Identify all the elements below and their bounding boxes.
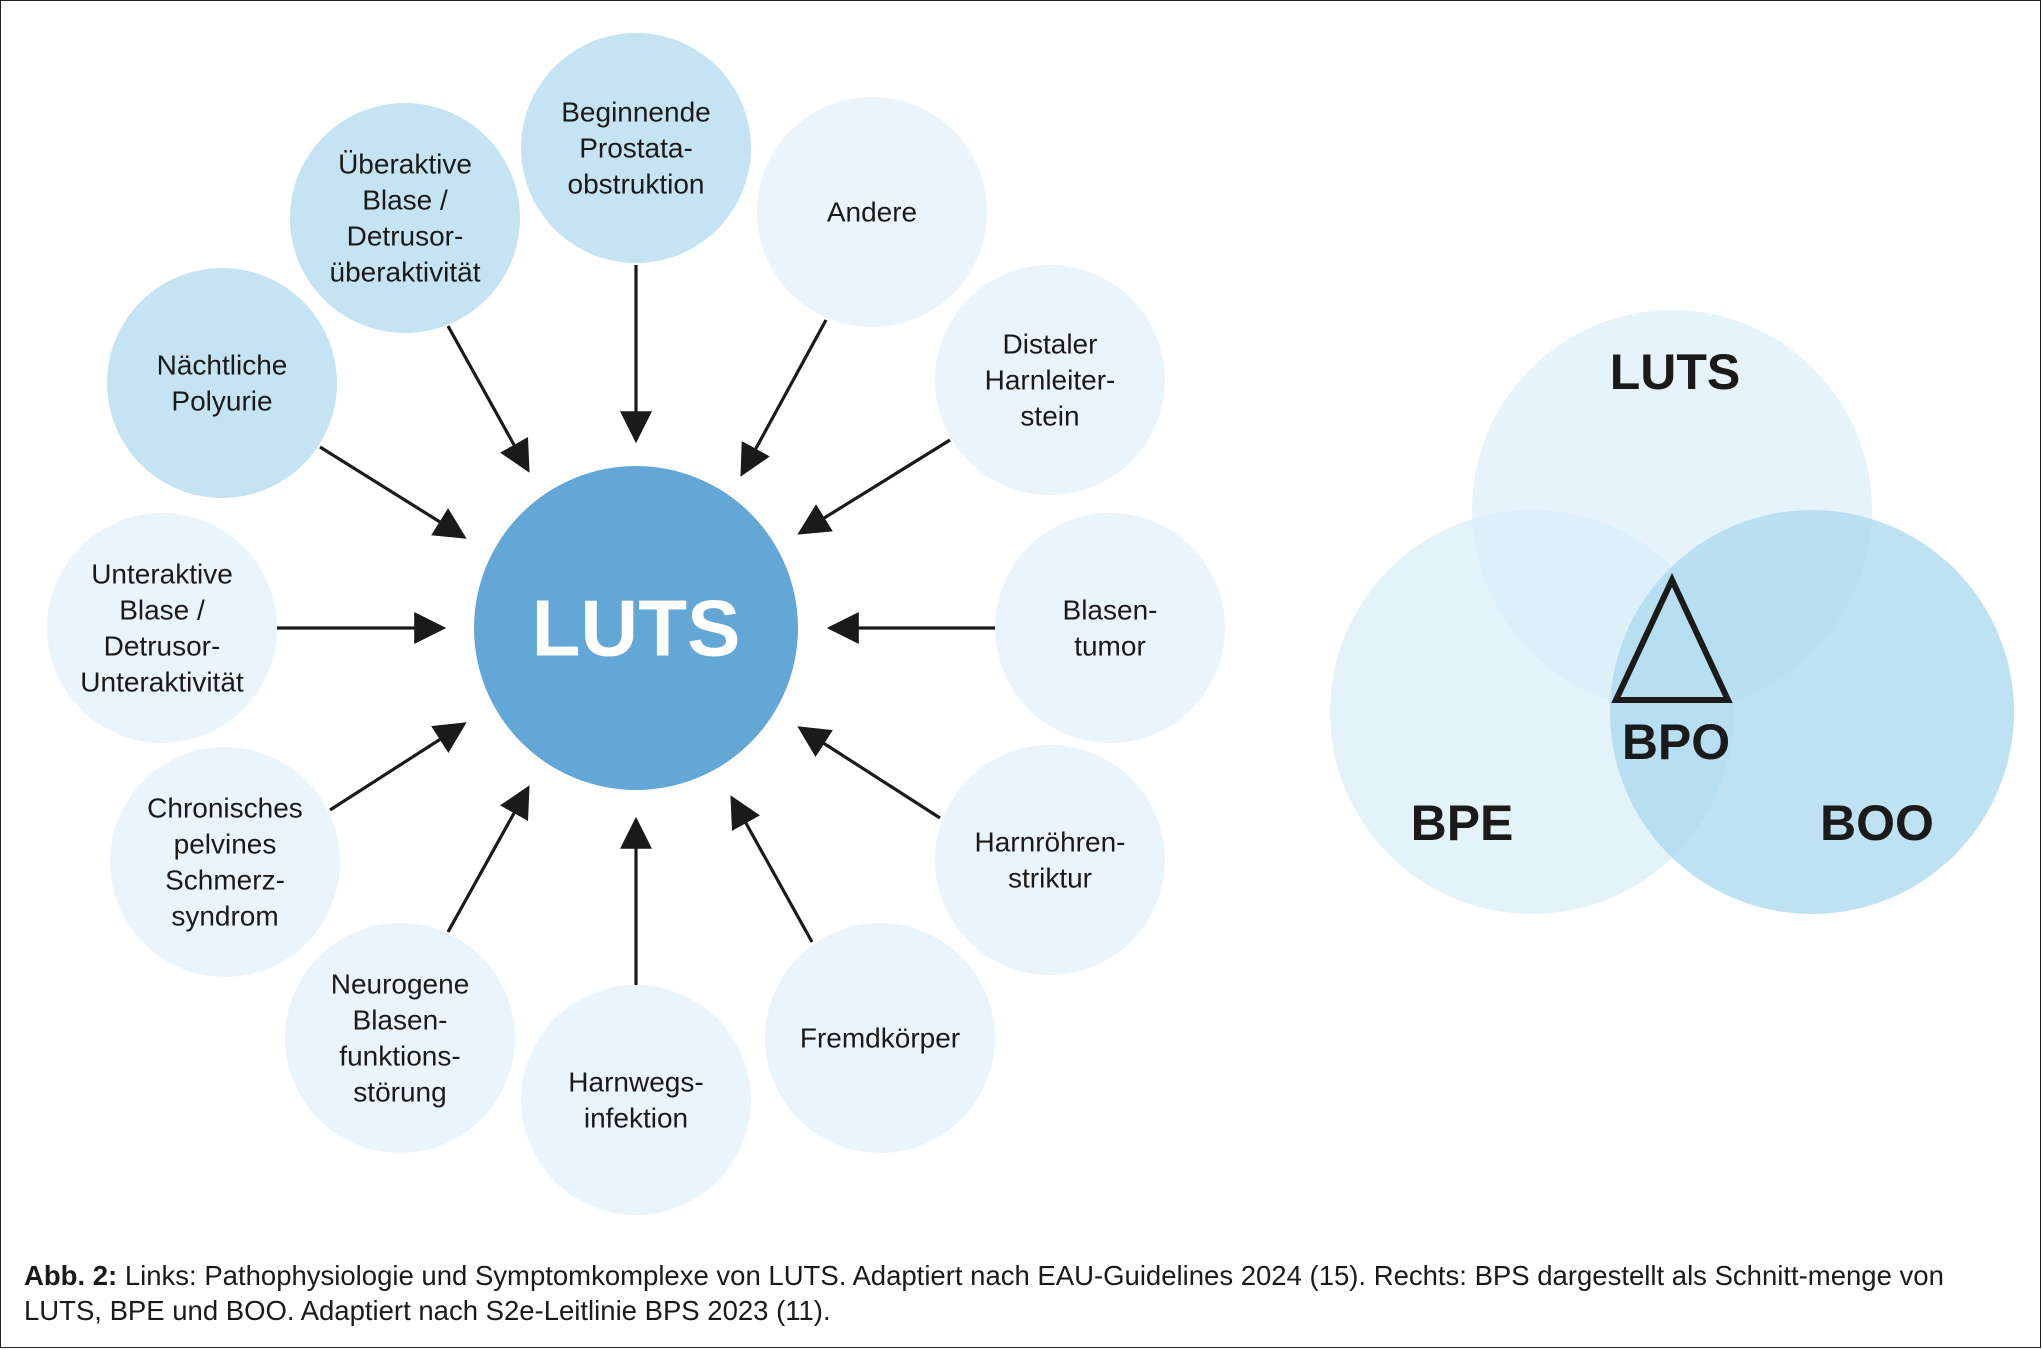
cause-bubble: Fremdkörper xyxy=(765,923,995,1153)
cause-label-line: pelvines xyxy=(174,829,277,860)
arrow-icon xyxy=(329,722,467,812)
cause-circle xyxy=(285,923,515,1153)
cause-label-line: Harnwegs- xyxy=(568,1067,703,1098)
cause-label-line: Schmerz- xyxy=(165,865,285,896)
caption-text: Links: Pathophysiologie und Symptomkompl… xyxy=(24,1260,1944,1326)
arrow-icon xyxy=(730,795,814,943)
cause-circle xyxy=(107,268,337,498)
cause-label-line: infektion xyxy=(584,1103,688,1134)
cause-label-line: Beginnende xyxy=(561,97,710,128)
venn-label-bpe: BPE xyxy=(1411,795,1514,851)
arrow-icon xyxy=(319,445,467,539)
cause-label-line: Chronisches xyxy=(147,793,303,824)
cause-circle xyxy=(935,745,1165,975)
cause-label-line: Blasen- xyxy=(1063,595,1158,626)
luts-diagram: BeginnendeProstata-obstruktionAndereDist… xyxy=(47,33,2014,1215)
venn-circle-boo xyxy=(1610,510,2014,914)
cause-label-line: funktions- xyxy=(339,1041,460,1072)
cause-label-line: Blasen- xyxy=(353,1005,448,1036)
cause-circle xyxy=(110,747,340,977)
cause-bubble: Andere xyxy=(757,97,987,327)
cause-label-line: Fremdkörper xyxy=(800,1023,960,1054)
cause-circle xyxy=(290,103,520,333)
figure-caption: Abb. 2: Links: Pathophysiologie und Symp… xyxy=(24,1258,2004,1328)
cause-bubble: Harnwegs-infektion xyxy=(521,985,751,1215)
cause-label-line: Nächtliche xyxy=(157,350,288,381)
bpo-triangle-icon xyxy=(1611,572,1733,703)
cause-label-line: Detrusor- xyxy=(104,631,221,662)
cause-label-line: überaktivität xyxy=(330,257,481,288)
cause-label-line: Distaler xyxy=(1003,329,1098,360)
venn-diagram: LUTS BPE BOO BPO xyxy=(1330,310,2014,914)
arrow-icon xyxy=(446,325,530,473)
cause-circle xyxy=(521,33,751,263)
arrow-icon xyxy=(797,726,941,820)
cause-label-line: tumor xyxy=(1074,631,1146,662)
cause-bubble: Harnröhren-striktur xyxy=(935,745,1165,975)
cause-label-line: Blase / xyxy=(362,185,448,216)
cause-label-line: Prostata- xyxy=(579,133,693,164)
cause-circle xyxy=(995,513,1225,743)
cause-label-line: störung xyxy=(353,1077,446,1108)
cause-circle xyxy=(521,985,751,1215)
cause-label-line: stein xyxy=(1020,401,1079,432)
luts-center-circle xyxy=(474,466,798,790)
cause-label-line: Neurogene xyxy=(331,969,470,1000)
cause-label-line: striktur xyxy=(1008,863,1092,894)
arrow-icon xyxy=(446,785,530,933)
arrow-icon xyxy=(797,438,951,535)
cause-label-line: Detrusor- xyxy=(347,221,464,252)
luts-cause-diagram: BeginnendeProstata-obstruktionAndereDist… xyxy=(47,33,1225,1215)
caption-prefix: Abb. 2: xyxy=(24,1260,118,1291)
venn-circle-bpe xyxy=(1330,510,1734,914)
arrow-icon xyxy=(740,319,828,477)
cause-circle xyxy=(765,923,995,1153)
cause-label-line: Polyurie xyxy=(171,386,272,417)
cause-label-line: Harnröhren- xyxy=(975,827,1126,858)
cause-label-line: Blase / xyxy=(119,595,205,626)
cause-label-line: Harnleiter- xyxy=(985,365,1116,396)
venn-label-luts: LUTS xyxy=(1610,344,1741,400)
cause-label-line: Überaktive xyxy=(338,149,472,180)
luts-center-label: LUTS xyxy=(532,584,741,673)
cause-label-line: Unteraktivität xyxy=(80,667,244,698)
cause-label-line: Unteraktive xyxy=(91,559,233,590)
cause-circle xyxy=(935,265,1165,495)
venn-label-bpo: BPO xyxy=(1622,714,1730,770)
cause-label-line: Andere xyxy=(827,197,917,228)
cause-label-line: obstruktion xyxy=(568,169,705,200)
venn-label-boo: BOO xyxy=(1820,795,1934,851)
cause-circle xyxy=(47,513,277,743)
cause-circle xyxy=(757,97,987,327)
cause-bubble: Blasen-tumor xyxy=(995,513,1225,743)
cause-label-line: syndrom xyxy=(171,901,278,932)
